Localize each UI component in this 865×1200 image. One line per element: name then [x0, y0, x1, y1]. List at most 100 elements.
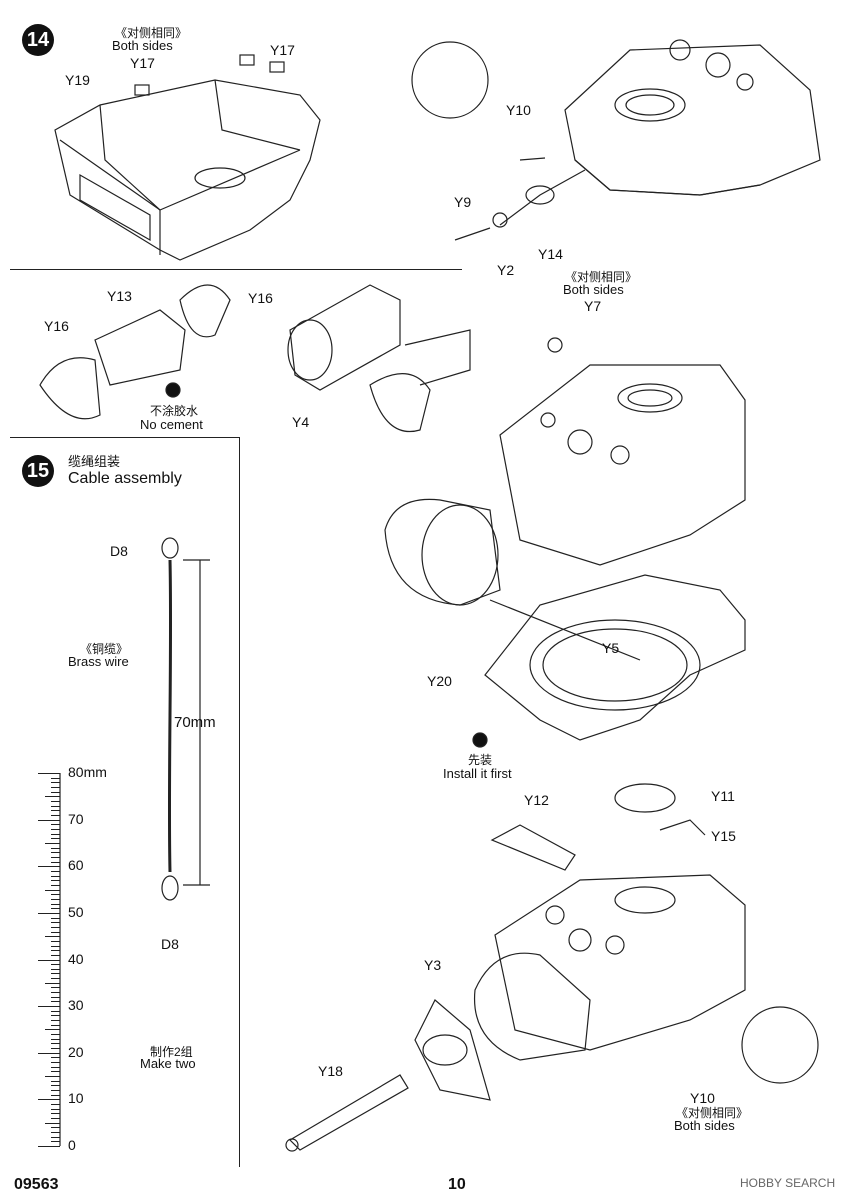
- lower-turret-drawing: [285, 783, 819, 1152]
- ruler-tick: [51, 838, 60, 840]
- cable-assembly-cn: 缆绳组装: [68, 454, 121, 469]
- ruler-tick: [51, 987, 60, 989]
- ruler-tick: [38, 1006, 60, 1008]
- label-y3: Y3: [424, 957, 442, 973]
- ruler-tick: [51, 786, 60, 788]
- label-y19: Y19: [65, 72, 90, 88]
- both-sides-cn-y10: 《对侧相同》: [676, 1106, 749, 1120]
- ruler-tick: [51, 954, 60, 956]
- page-number: 10: [448, 1176, 466, 1193]
- ruler-tick: [51, 833, 60, 835]
- brass-wire-en: Brass wire: [68, 654, 129, 669]
- label-y16b: Y16: [44, 318, 69, 334]
- brass-wire-cn: 《铜缆》: [80, 642, 129, 656]
- label-y2: Y2: [497, 262, 515, 278]
- no-cement-cn: 不涂胶水: [150, 404, 199, 418]
- ruler-tick: [51, 870, 60, 872]
- ruler-tick: [51, 1104, 60, 1106]
- watermark: HOBBY SEARCH: [740, 1176, 836, 1190]
- install-first-cn: 先装: [468, 753, 493, 767]
- ruler-tick: [51, 777, 60, 779]
- ruler-tick: [51, 1038, 60, 1040]
- ruler-tick: [51, 926, 60, 928]
- ruler-unit-label: 80mm: [68, 764, 107, 780]
- ruler-tick: [51, 996, 60, 998]
- ruler-tick: [51, 1015, 60, 1017]
- ruler-tick: [38, 1099, 60, 1101]
- ruler-tick: [51, 1057, 60, 1059]
- ruler-tick: [38, 912, 60, 914]
- ruler-tick: [51, 791, 60, 793]
- ruler-tick: [45, 982, 60, 984]
- ruler-tick: [51, 1108, 60, 1110]
- ruler-tick: [51, 1062, 60, 1064]
- label-y17b: Y17: [270, 42, 295, 58]
- ruler-mark-label: 60: [68, 857, 84, 874]
- hull-box-drawing: [54, 54, 321, 261]
- ruler-tick: [51, 884, 60, 886]
- ruler-tick: [51, 875, 60, 877]
- ruler-tick: [51, 1127, 60, 1129]
- length-dimension: 70mm: [174, 714, 216, 731]
- label-y17a: Y17: [130, 55, 155, 71]
- label-d8b: D8: [161, 936, 179, 952]
- both-sides-en-y10: Both sides: [674, 1118, 735, 1133]
- ruler-tick: [38, 1052, 60, 1054]
- ruler-tick: [51, 917, 60, 919]
- ruler-tick: [38, 819, 60, 821]
- both-sides-en-y7: Both sides: [563, 282, 624, 297]
- ruler-tick: [51, 1113, 60, 1115]
- ruler-tick: [38, 1146, 60, 1147]
- ruler-tick: [51, 1090, 60, 1092]
- ruler-tick: [51, 1043, 60, 1045]
- label-y9: Y9: [454, 194, 472, 210]
- label-y10b: Y10: [690, 1090, 715, 1106]
- ruler-tick: [51, 1001, 60, 1003]
- ruler-tick: [51, 940, 60, 942]
- ruler-tick: [38, 773, 60, 774]
- ruler-tick: [45, 1076, 60, 1078]
- ruler-tick: [51, 1066, 60, 1068]
- label-y4: Y4: [292, 414, 310, 430]
- ruler-tick: [45, 1029, 60, 1031]
- ruler-mark-label: 40: [68, 950, 84, 967]
- product-code: 09563: [14, 1176, 59, 1193]
- step-15-badge: 15: [22, 455, 54, 487]
- ruler-mark-label: 70: [68, 810, 84, 827]
- ruler-tick: [51, 898, 60, 900]
- ruler-tick: [51, 1024, 60, 1026]
- ruler-tick: [45, 889, 60, 891]
- label-y7: Y7: [584, 298, 602, 314]
- label-y20: Y20: [427, 673, 452, 689]
- ruler-tick: [51, 1048, 60, 1050]
- ruler-tick: [51, 1141, 60, 1143]
- turret-top-drawing: [411, 39, 821, 241]
- ruler-tick: [51, 1094, 60, 1096]
- ruler-tick: [51, 1020, 60, 1022]
- ruler-tick: [51, 852, 60, 854]
- ruler-tick: [51, 992, 60, 994]
- ruler-tick: [51, 1080, 60, 1082]
- ruler-tick: [51, 973, 60, 975]
- ruler-mark-label: 20: [68, 1043, 84, 1060]
- ruler-tick: [51, 931, 60, 933]
- ruler-tick: [51, 1034, 60, 1036]
- ruler-tick: [38, 866, 60, 868]
- both-sides-cn-step14: 《对侧相同》: [115, 26, 188, 40]
- ruler-tick: [51, 828, 60, 830]
- ruler-tick: [51, 908, 60, 910]
- label-y13: Y13: [107, 288, 132, 304]
- ruler-tick: [51, 861, 60, 863]
- label-y15: Y15: [711, 828, 736, 844]
- ruler-tick: [51, 1085, 60, 1087]
- divider-vertical-step15: [239, 437, 240, 1167]
- ruler-tick: [51, 964, 60, 966]
- ruler-tick: [45, 936, 60, 938]
- ruler-tick: [51, 894, 60, 896]
- label-y5: Y5: [602, 640, 620, 656]
- cable-drawing: [161, 537, 210, 901]
- label-y12: Y12: [524, 792, 549, 808]
- ruler-tick: [51, 810, 60, 812]
- both-sides-cn-y7: 《对侧相同》: [565, 270, 638, 284]
- both-sides-en-step14: Both sides: [112, 38, 173, 53]
